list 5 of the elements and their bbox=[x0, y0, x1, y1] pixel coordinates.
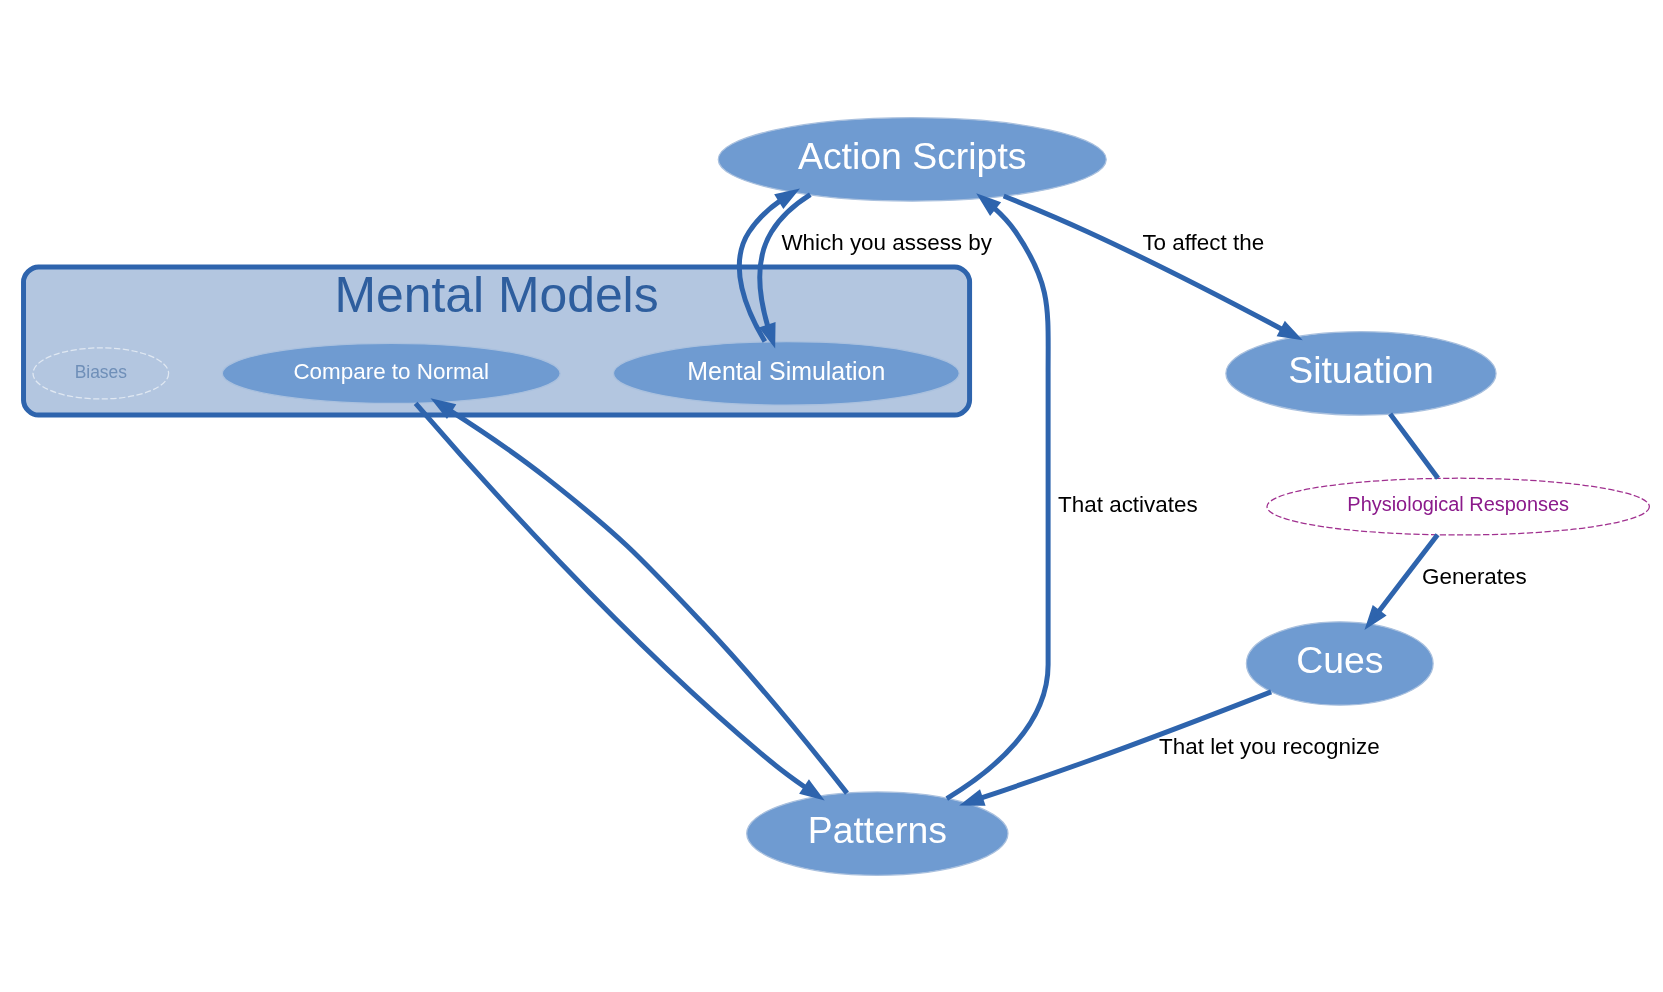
edge-label: To affect the bbox=[1142, 229, 1265, 255]
edge-label: That activates bbox=[1058, 491, 1198, 517]
edge-label: That let you recognize bbox=[1159, 733, 1380, 759]
edge-label: Which you assess by bbox=[781, 229, 992, 255]
edge-label: Generates bbox=[1422, 563, 1527, 589]
